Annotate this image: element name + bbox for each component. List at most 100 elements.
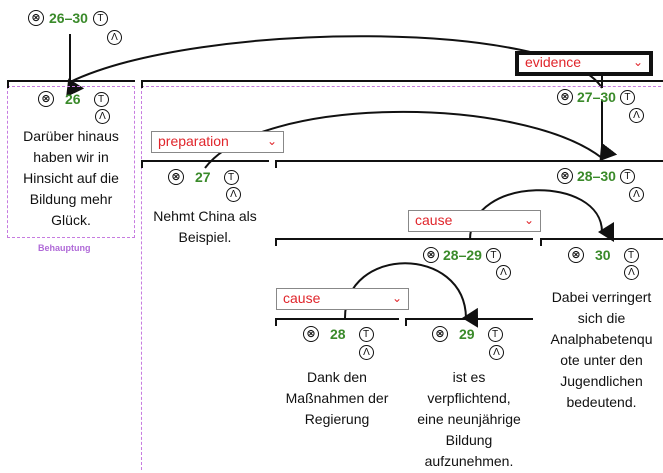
chevron-down-icon: ⌄ (523, 213, 534, 227)
span-line-27-30 (141, 80, 663, 82)
text-line: Nehmt China als (153, 208, 257, 224)
text-line: Maßnahmen der (285, 390, 389, 406)
text-line: Bildung mehr (29, 191, 113, 207)
text-line: ote unter den (560, 352, 643, 368)
node-range: 28–29 (443, 247, 482, 263)
collapse-icon[interactable]: Λ (624, 265, 639, 280)
node-range: 28–30 (577, 168, 616, 184)
text-line: Dabei verringert (551, 289, 652, 305)
node-range: 26–30 (49, 10, 88, 26)
span-line-29 (405, 318, 533, 320)
span-tick-30-left (540, 238, 542, 246)
node-header-29: ⊗ 29 T (432, 326, 503, 342)
node-26-selection-box (7, 86, 135, 238)
span-tick-26-left (7, 80, 9, 88)
node-id: 30 (595, 247, 611, 263)
text-icon[interactable]: T (93, 91, 109, 107)
text-line: Analphabetenqu (550, 331, 653, 347)
text-line: Darüber hinaus (23, 128, 119, 144)
text-line: haben wir in (33, 149, 109, 165)
text-icon[interactable]: T (487, 326, 503, 342)
text-line: verpflichtend, (427, 390, 511, 406)
delete-icon[interactable]: ⊗ (432, 326, 448, 342)
text-icon[interactable]: T (223, 169, 239, 185)
text-line: Hinsicht auf die (23, 170, 119, 186)
span-line-28-30 (275, 160, 663, 162)
text-line: sich die (577, 310, 626, 326)
collapse-icon[interactable]: Λ (496, 265, 511, 280)
text-icon[interactable]: T (623, 247, 639, 263)
chevron-down-icon: ⌄ (266, 134, 277, 148)
node-id: 29 (459, 326, 475, 342)
text-icon[interactable]: T (619, 168, 635, 184)
text-line: ist es (452, 369, 486, 385)
relation-select-cause-lower[interactable]: cause ⌄ (276, 288, 409, 310)
node-header-26-30: ⊗ 26–30 T (28, 10, 108, 26)
text-line: Dank den (307, 369, 367, 385)
collapse-icon[interactable]: Λ (629, 108, 644, 123)
delete-icon[interactable]: ⊗ (557, 89, 573, 105)
span-tick-27-30-left (141, 80, 143, 88)
collapse-icon[interactable]: Λ (629, 187, 644, 202)
group-27-30-selection-box (141, 86, 661, 470)
node-30-text: Dabei verringert sich die Analphabetenqu… (540, 287, 663, 413)
span-line-28-29 (275, 238, 533, 240)
node-header-30: ⊗ 30 T (568, 247, 639, 263)
text-line: Beispiel. (178, 229, 232, 245)
span-line-28 (275, 318, 399, 320)
collapse-icon[interactable]: Λ (226, 187, 241, 202)
node-id: 28 (330, 326, 346, 342)
node-28-text: Dank den Maßnahmen der Regierung (275, 367, 399, 430)
node-range: 27–30 (577, 89, 616, 105)
node-header-28-30: ⊗ 28–30 T (557, 168, 635, 184)
node-header-27: ⊗ 27 T (168, 169, 239, 185)
chevron-down-icon: ⌄ (632, 55, 643, 69)
delete-icon[interactable]: ⊗ (423, 247, 439, 263)
collapse-icon[interactable]: Λ (359, 345, 374, 360)
delete-icon[interactable]: ⊗ (38, 91, 54, 107)
collapse-icon[interactable]: Λ (95, 109, 110, 124)
delete-icon[interactable]: ⊗ (568, 247, 584, 263)
node-29-text: ist es verpflichtend, eine neunjährige B… (405, 367, 533, 472)
text-icon[interactable]: T (619, 89, 635, 105)
text-line: Regierung (304, 411, 370, 427)
node-27-text: Nehmt China als Beispiel. (141, 206, 269, 248)
relation-select-cause-upper[interactable]: cause ⌄ (408, 210, 541, 232)
text-line: Glück. (51, 212, 91, 228)
span-line-27 (141, 160, 269, 162)
text-line: eine neunjährige (417, 411, 521, 427)
span-tick-28-29-left (275, 238, 277, 246)
collapse-icon[interactable]: Λ (107, 30, 122, 45)
span-line-30 (540, 238, 663, 240)
span-tick-28-30-left (275, 160, 277, 168)
span-line-26 (7, 80, 135, 82)
collapse-icon[interactable]: Λ (489, 345, 504, 360)
relation-select-preparation[interactable]: preparation ⌄ (151, 131, 284, 153)
delete-icon[interactable]: ⊗ (303, 326, 319, 342)
node-header-26: ⊗ 26 T (38, 91, 109, 107)
chevron-down-icon: ⌄ (391, 291, 402, 305)
node-header-28: ⊗ 28 T (303, 326, 374, 342)
relation-label: cause (415, 212, 453, 228)
node-id: 27 (195, 169, 211, 185)
text-line: bedeutend. (566, 394, 637, 410)
text-icon[interactable]: T (92, 10, 108, 26)
span-tick-29-left (405, 318, 407, 326)
relation-label: evidence (525, 54, 582, 70)
text-icon[interactable]: T (358, 326, 374, 342)
node-id: 26 (65, 91, 81, 107)
text-line: aufzunehmen. (424, 453, 514, 469)
relation-label: preparation (158, 133, 229, 149)
span-tick-27-left (141, 160, 143, 168)
node-26-text: Darüber hinaus haben wir in Hinsicht auf… (7, 126, 135, 231)
node-header-28-29: ⊗ 28–29 T (423, 247, 501, 263)
delete-icon[interactable]: ⊗ (168, 169, 184, 185)
text-icon[interactable]: T (485, 247, 501, 263)
node-header-27-30: ⊗ 27–30 T (557, 89, 635, 105)
text-line: Jugendlichen (560, 373, 643, 389)
delete-icon[interactable]: ⊗ (557, 168, 573, 184)
relation-select-evidence[interactable]: evidence ⌄ (515, 51, 653, 76)
delete-icon[interactable]: ⊗ (28, 10, 44, 26)
text-line: Bildung (445, 432, 493, 448)
node-26-role-label: Behauptung (38, 243, 91, 253)
